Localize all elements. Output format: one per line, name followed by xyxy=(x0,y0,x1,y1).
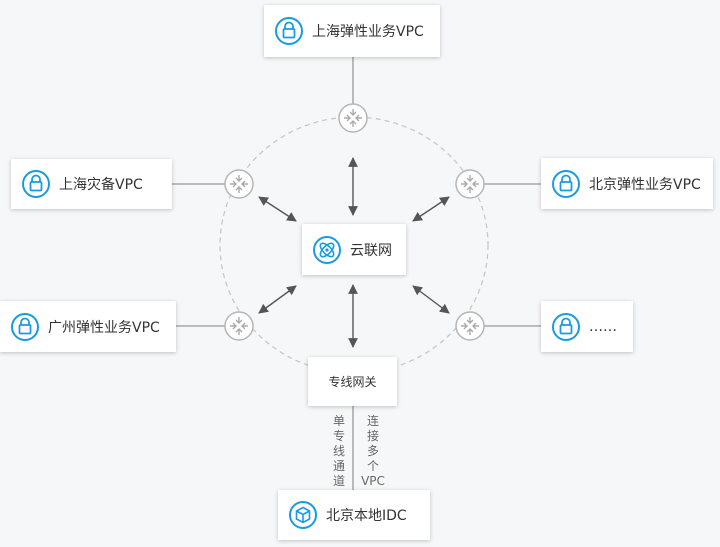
link-label-multi-vpc: 连 接 多 个 VPC xyxy=(358,414,388,489)
router-icon-right-bottom xyxy=(455,311,485,341)
lock-icon xyxy=(11,312,39,341)
link-label-single-channel: 单 专 线 通 道 xyxy=(331,414,347,489)
link-label-char: 道 xyxy=(332,474,345,488)
lock-icon xyxy=(22,170,50,198)
router-icon-top xyxy=(338,103,368,133)
node-label: 云联网 xyxy=(350,242,392,259)
link-label-char: 通 xyxy=(332,459,345,473)
node-dc-gateway: 专线网关 xyxy=(308,357,397,406)
node-bj-business-vpc: 北京弹性业务VPC xyxy=(541,158,713,209)
node-gz-business-vpc: 广州弹性业务VPC xyxy=(0,301,176,352)
node-sh-backup-vpc: 上海灾备VPC xyxy=(11,159,172,209)
node-more-vpc: …… xyxy=(541,301,633,352)
lock-icon xyxy=(275,17,303,45)
lock-icon xyxy=(552,169,580,198)
link-label-char: 多 xyxy=(366,444,379,458)
connector-lines xyxy=(172,57,541,490)
node-label: 北京本地IDC xyxy=(326,508,407,524)
node-bj-idc: 北京本地IDC xyxy=(278,490,430,540)
node-label: …… xyxy=(589,318,617,335)
link-label-char: 接 xyxy=(366,429,379,443)
node-label: 上海灾备VPC xyxy=(59,177,143,193)
lock-icon xyxy=(552,312,580,341)
node-label: 专线网关 xyxy=(328,375,377,389)
network-atom-icon xyxy=(313,235,341,264)
node-sh-business-vpc: 上海弹性业务VPC xyxy=(264,5,440,57)
node-label: 上海弹性业务VPC xyxy=(312,24,424,40)
router-icon-left-bottom xyxy=(224,311,254,341)
node-ccn: 云联网 xyxy=(302,224,406,275)
link-label-char: 连 xyxy=(366,414,379,428)
cube-icon xyxy=(289,501,317,529)
link-label-char: 个 xyxy=(366,459,379,473)
ccn-dashed-ring xyxy=(219,116,489,374)
link-label-char: VPC xyxy=(361,474,385,488)
link-label-char: 线 xyxy=(332,444,345,458)
node-label: 广州弹性业务VPC xyxy=(48,319,160,336)
link-label-char: 单 xyxy=(332,414,345,428)
bidirectional-arrows xyxy=(258,157,450,348)
link-label-char: 专 xyxy=(332,429,345,443)
node-label: 北京弹性业务VPC xyxy=(589,176,701,193)
router-icon-left-top xyxy=(224,169,254,199)
router-icon-right-top xyxy=(455,169,485,199)
